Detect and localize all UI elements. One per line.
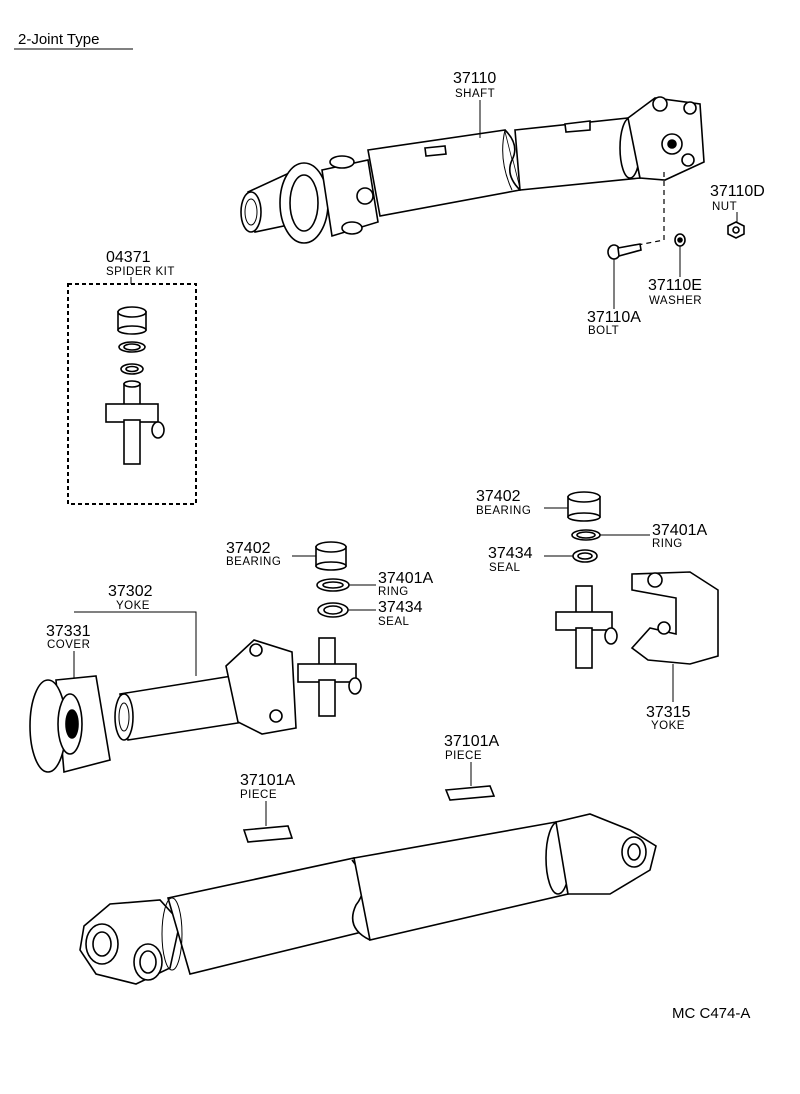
ring-left [316, 578, 350, 592]
diagram-title: 2-Joint Type [18, 31, 99, 48]
label-yoke-37302-number: 37302 [108, 583, 153, 600]
label-ring-left-number: 37401A [378, 570, 433, 587]
label-cover-number: 37331 [46, 623, 91, 640]
label-spider-number: 04371 [106, 249, 151, 266]
label-yoke-37302-name: YOKE [116, 600, 150, 612]
label-washer-name: WASHER [649, 295, 702, 307]
bottom-propeller-shaft [79, 813, 657, 985]
spider-kit-parts [105, 306, 165, 465]
yoke-37302 [114, 639, 297, 741]
label-spider-name: SPIDER KIT [106, 266, 175, 278]
balance-piece-left [242, 825, 294, 843]
label-ring-right-number: 37401A [652, 522, 707, 539]
top-propeller-shaft [240, 96, 705, 244]
label-bolt-number: 37110A [587, 309, 641, 326]
bolt-37110A [607, 243, 642, 260]
yoke-37315 [630, 571, 719, 665]
label-seal-right-name: SEAL [489, 562, 521, 574]
label-bearing-left-name: BEARING [226, 556, 281, 568]
label-yoke-37315-name: YOKE [651, 720, 685, 732]
label-piece-left-name: PIECE [240, 789, 277, 801]
seal-right [572, 549, 598, 563]
label-shaft-name: SHAFT [455, 88, 495, 100]
label-cover-name: COVER [47, 639, 90, 651]
ring-right [571, 529, 601, 541]
balance-piece-right [444, 785, 496, 801]
label-seal-left-name: SEAL [378, 616, 410, 628]
spider-left [297, 637, 362, 717]
spider-kit-box [67, 283, 197, 505]
label-washer-number: 37110E [648, 277, 702, 294]
nut-37110D [727, 221, 745, 239]
label-shaft-number: 37110 [453, 70, 496, 87]
diagram-code: MC C474-A [672, 1005, 750, 1022]
seal-left [317, 602, 349, 618]
label-bearing-left-number: 37402 [226, 540, 271, 557]
label-yoke-37315-number: 37315 [646, 704, 691, 721]
cover-37331 [29, 675, 111, 774]
label-nut-name: NUT [712, 201, 737, 213]
label-bearing-right-name: BEARING [476, 505, 531, 517]
label-ring-left-name: RING [378, 586, 409, 598]
label-piece-right-number: 37101A [444, 733, 499, 750]
leader-yoke-37302 [74, 611, 197, 676]
label-seal-right-number: 37434 [488, 545, 533, 562]
washer-37110E [674, 233, 686, 247]
label-bolt-name: BOLT [588, 325, 619, 337]
label-ring-right-name: RING [652, 538, 683, 550]
label-seal-left-number: 37434 [378, 599, 423, 616]
spider-right [555, 585, 618, 669]
bearing-left [315, 541, 347, 571]
label-piece-right-name: PIECE [445, 750, 482, 762]
bearing-right [567, 491, 601, 522]
label-piece-left-number: 37101A [240, 772, 295, 789]
bolt-alignment-line [621, 172, 665, 249]
label-bearing-right-number: 37402 [476, 488, 521, 505]
label-nut-number: 37110D [710, 183, 765, 200]
